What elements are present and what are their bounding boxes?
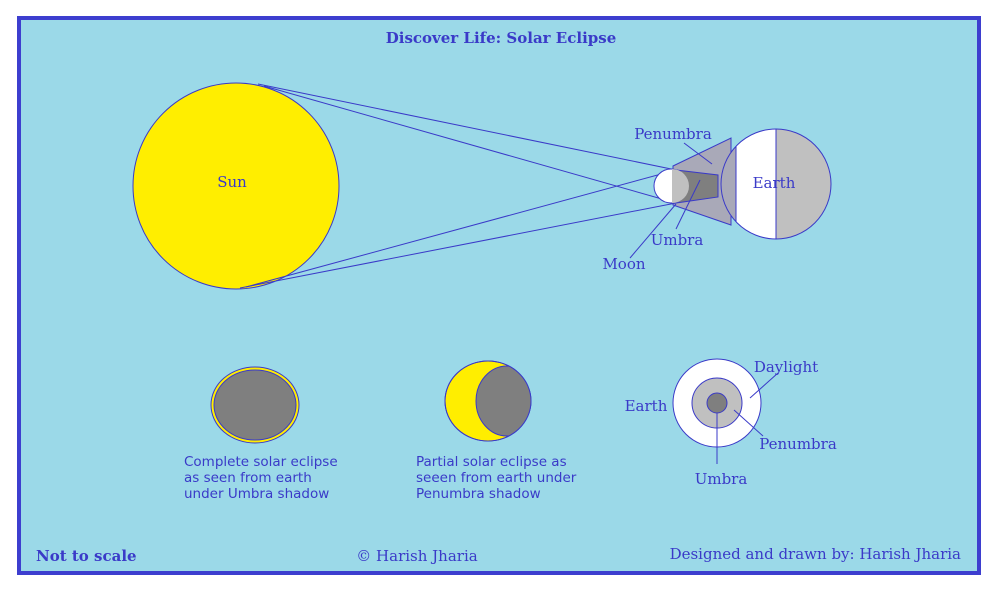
target-earth-label: Earth: [625, 397, 668, 415]
partial-caption-line3: Penumbra shadow: [416, 486, 541, 502]
partial-caption-line1: Partial solar eclipse as: [416, 454, 567, 470]
sun-label: Sun: [217, 173, 247, 191]
sun-circle: [132, 82, 340, 290]
target-pointer-lines: [716, 372, 779, 464]
complete-eclipse-moon: [213, 369, 297, 441]
not-to-scale-note: Not to scale: [36, 547, 137, 565]
earth-penumbra-zone: [721, 146, 736, 222]
diagram-title: Discover Life: Solar Eclipse: [386, 29, 617, 47]
complete-caption-line2: as seen from earth: [184, 470, 312, 486]
umbra-label: Umbra: [651, 231, 704, 249]
earth-label: Earth: [753, 174, 796, 192]
pointer-lines: [629, 142, 713, 259]
credit-text: Designed and drawn by: Harish Jharia: [670, 545, 961, 563]
moon-label: Moon: [602, 255, 645, 273]
moon-shadow-half: [672, 169, 689, 203]
complete-caption-line1: Complete solar eclipse: [184, 454, 338, 470]
penumbra-label: Penumbra: [634, 125, 712, 143]
sun-rays: [239, 83, 677, 289]
target-daylight-label: Daylight: [754, 358, 818, 376]
complete-caption-line3: under Umbra shadow: [184, 486, 329, 502]
target-penumbra-label: Penumbra: [759, 435, 837, 453]
earth-umbra-zone: [706, 392, 728, 414]
target-umbra-label: Umbra: [695, 470, 748, 488]
partial-eclipse-moon: [475, 365, 531, 437]
partial-caption-line2: seeen from earth under: [416, 470, 577, 486]
copyright-text: © Harish Jharia: [356, 547, 477, 565]
